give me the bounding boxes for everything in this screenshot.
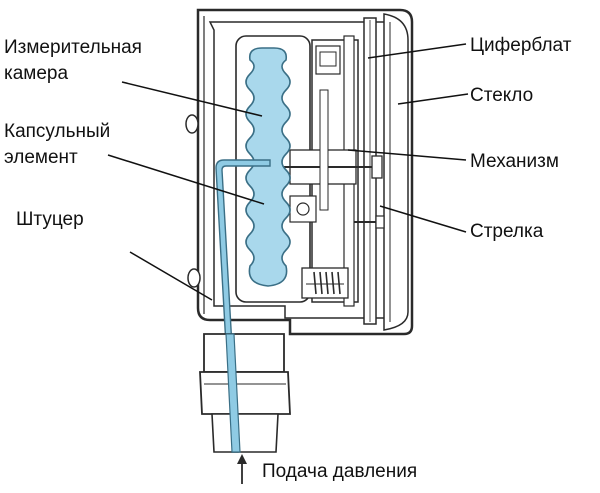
fitting-body <box>203 333 285 373</box>
capsule-element <box>245 47 291 287</box>
label-mechanism: Механизм <box>470 151 559 172</box>
label-fitting: Штуцер <box>16 209 84 230</box>
mechanism-top-block-inner <box>319 51 337 67</box>
leader-dial <box>367 43 467 59</box>
label-measuring-chamber-line2: камера <box>4 63 69 84</box>
fitting-nut <box>199 371 291 415</box>
leader-measuring-chamber <box>121 81 263 117</box>
leader-capsule-element <box>107 154 265 205</box>
leader-pointer <box>379 205 467 233</box>
leader-fitting <box>129 251 213 301</box>
pressure-arrow-head <box>237 454 247 464</box>
mechanism-pivot <box>296 202 310 216</box>
leader-mechanism <box>347 149 467 161</box>
mounting-screw-top <box>185 114 199 134</box>
label-capsule-element-line2: элемент <box>4 147 78 168</box>
mounting-screw-bottom <box>187 268 201 288</box>
glass-panel <box>383 13 409 331</box>
hairspring-box <box>301 267 349 299</box>
pressure-tube-lower <box>225 333 241 453</box>
mechanism-lever <box>319 89 329 211</box>
hairspring-coil <box>313 271 341 295</box>
label-dial: Циферблат <box>470 35 572 56</box>
label-capsule-element-line1: Капсульный <box>4 121 111 142</box>
label-glass: Стекло <box>470 85 534 106</box>
mechanism-gear <box>371 155 383 179</box>
pointer-hub <box>375 215 385 229</box>
leader-glass <box>397 93 469 105</box>
label-pointer: Стрелка <box>470 221 544 242</box>
label-measuring-chamber-line1: Измерительная <box>4 37 142 58</box>
fitting-thread <box>211 413 279 453</box>
label-pressure-supply: Подача давления <box>262 461 418 482</box>
